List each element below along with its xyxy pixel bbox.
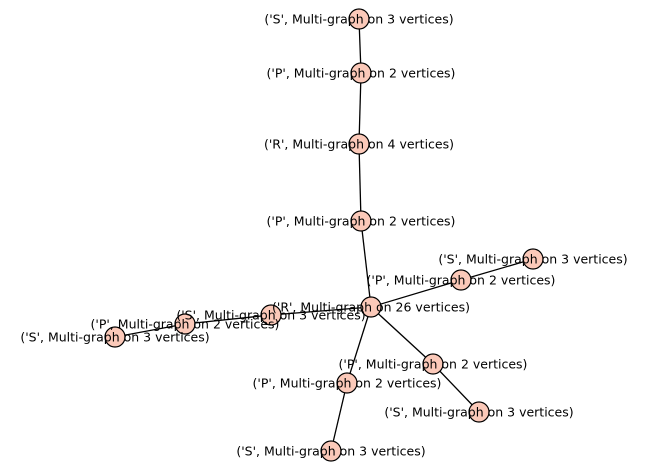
edge-p_left-s_left_outer — [114, 323, 186, 338]
node-s_lowright — [468, 401, 490, 423]
node-label-p_mid: ('P', Multi-graph on 2 vertices) — [267, 214, 456, 229]
node-p_lowright — [422, 353, 444, 375]
node-s_bottom — [320, 440, 342, 462]
node-label-p_lowright: ('P', Multi-graph on 2 vertices) — [339, 357, 528, 372]
edge-r26-p_lowright — [370, 306, 434, 365]
nodes-layer — [104, 8, 544, 462]
edge-r4-p_mid — [358, 143, 362, 222]
edge-p_right-s_right — [460, 258, 534, 281]
node-r26 — [360, 296, 382, 318]
node-label-s_right: ('S', Multi-graph on 3 vertices) — [438, 252, 627, 267]
node-label-p_left: ('P', Multi-graph on 2 vertices) — [91, 317, 280, 332]
node-label-s_left_inner: ('S', Multi-graph on 3 vertices) — [176, 308, 365, 323]
node-p_low — [336, 372, 358, 394]
edge-p_lowright-s_lowright — [432, 363, 480, 413]
edge-p_top-r4 — [358, 72, 362, 145]
node-p_right — [450, 269, 472, 291]
node-s_right — [522, 248, 544, 270]
edge-s_left_inner-p_left — [184, 314, 272, 325]
edges-layer — [114, 18, 534, 452]
node-label-s_bottom: ('S', Multi-graph on 3 vertices) — [236, 444, 425, 459]
node-label-r4: ('R', Multi-graph on 4 vertices) — [264, 137, 454, 152]
node-label-p_right: ('P', Multi-graph on 2 vertices) — [367, 273, 556, 288]
node-s_top — [348, 8, 370, 30]
node-r4 — [348, 133, 370, 155]
labels-layer: ('S', Multi-graph on 3 vertices)('P', Mu… — [20, 12, 627, 459]
node-label-s_lowright: ('S', Multi-graph on 3 vertices) — [384, 405, 573, 420]
node-s_left_inner — [260, 304, 282, 326]
node-label-p_low: ('P', Multi-graph on 2 vertices) — [253, 376, 442, 391]
node-label-s_top: ('S', Multi-graph on 3 vertices) — [264, 12, 453, 27]
node-s_left_outer — [104, 326, 126, 348]
edge-r26-s_left_inner — [270, 306, 372, 316]
node-p_top — [350, 62, 372, 84]
node-p_left — [174, 313, 196, 335]
edge-r26-p_low — [346, 306, 372, 384]
edge-r26-p_right — [370, 279, 462, 308]
node-label-p_top: ('P', Multi-graph on 2 vertices) — [267, 66, 456, 81]
node-label-s_left_outer: ('S', Multi-graph on 3 vertices) — [20, 330, 209, 345]
node-p_mid — [350, 210, 372, 232]
edge-p_low-s_bottom — [330, 382, 348, 452]
edge-p_mid-r26 — [360, 220, 372, 308]
node-label-r26: ('R', Multi-graph on 26 vertices) — [272, 300, 470, 315]
